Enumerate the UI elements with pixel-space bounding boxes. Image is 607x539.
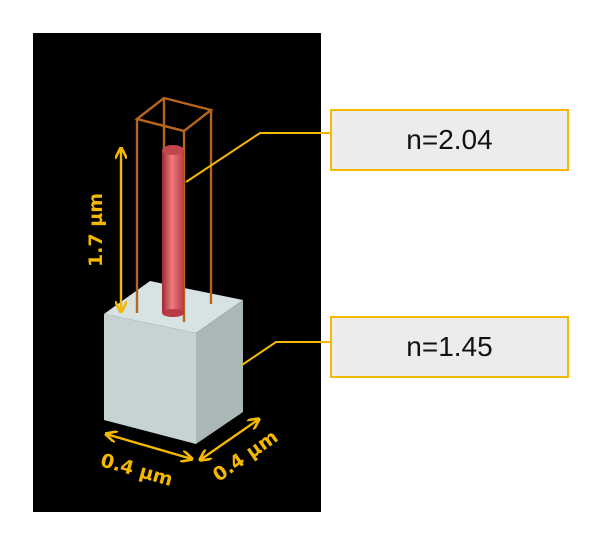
height-label: 1.7 µm bbox=[85, 193, 107, 267]
substrate-index-callout: n=1.45 bbox=[330, 316, 569, 378]
pillar-index-callout: n=2.04 bbox=[330, 109, 569, 171]
pillar-leader-line bbox=[185, 132, 330, 183]
pillar-index-text: n=2.04 bbox=[406, 124, 493, 155]
width-front-arrow bbox=[106, 434, 192, 459]
width-side-arrow bbox=[200, 419, 259, 460]
substrate-side-face bbox=[196, 300, 243, 444]
nanopillar bbox=[162, 145, 184, 317]
substrate-front-face bbox=[104, 314, 196, 444]
substrate-leader-line bbox=[241, 341, 330, 366]
substrate-index-text: n=1.45 bbox=[406, 331, 493, 362]
cage-front-edges bbox=[136, 117, 185, 133]
